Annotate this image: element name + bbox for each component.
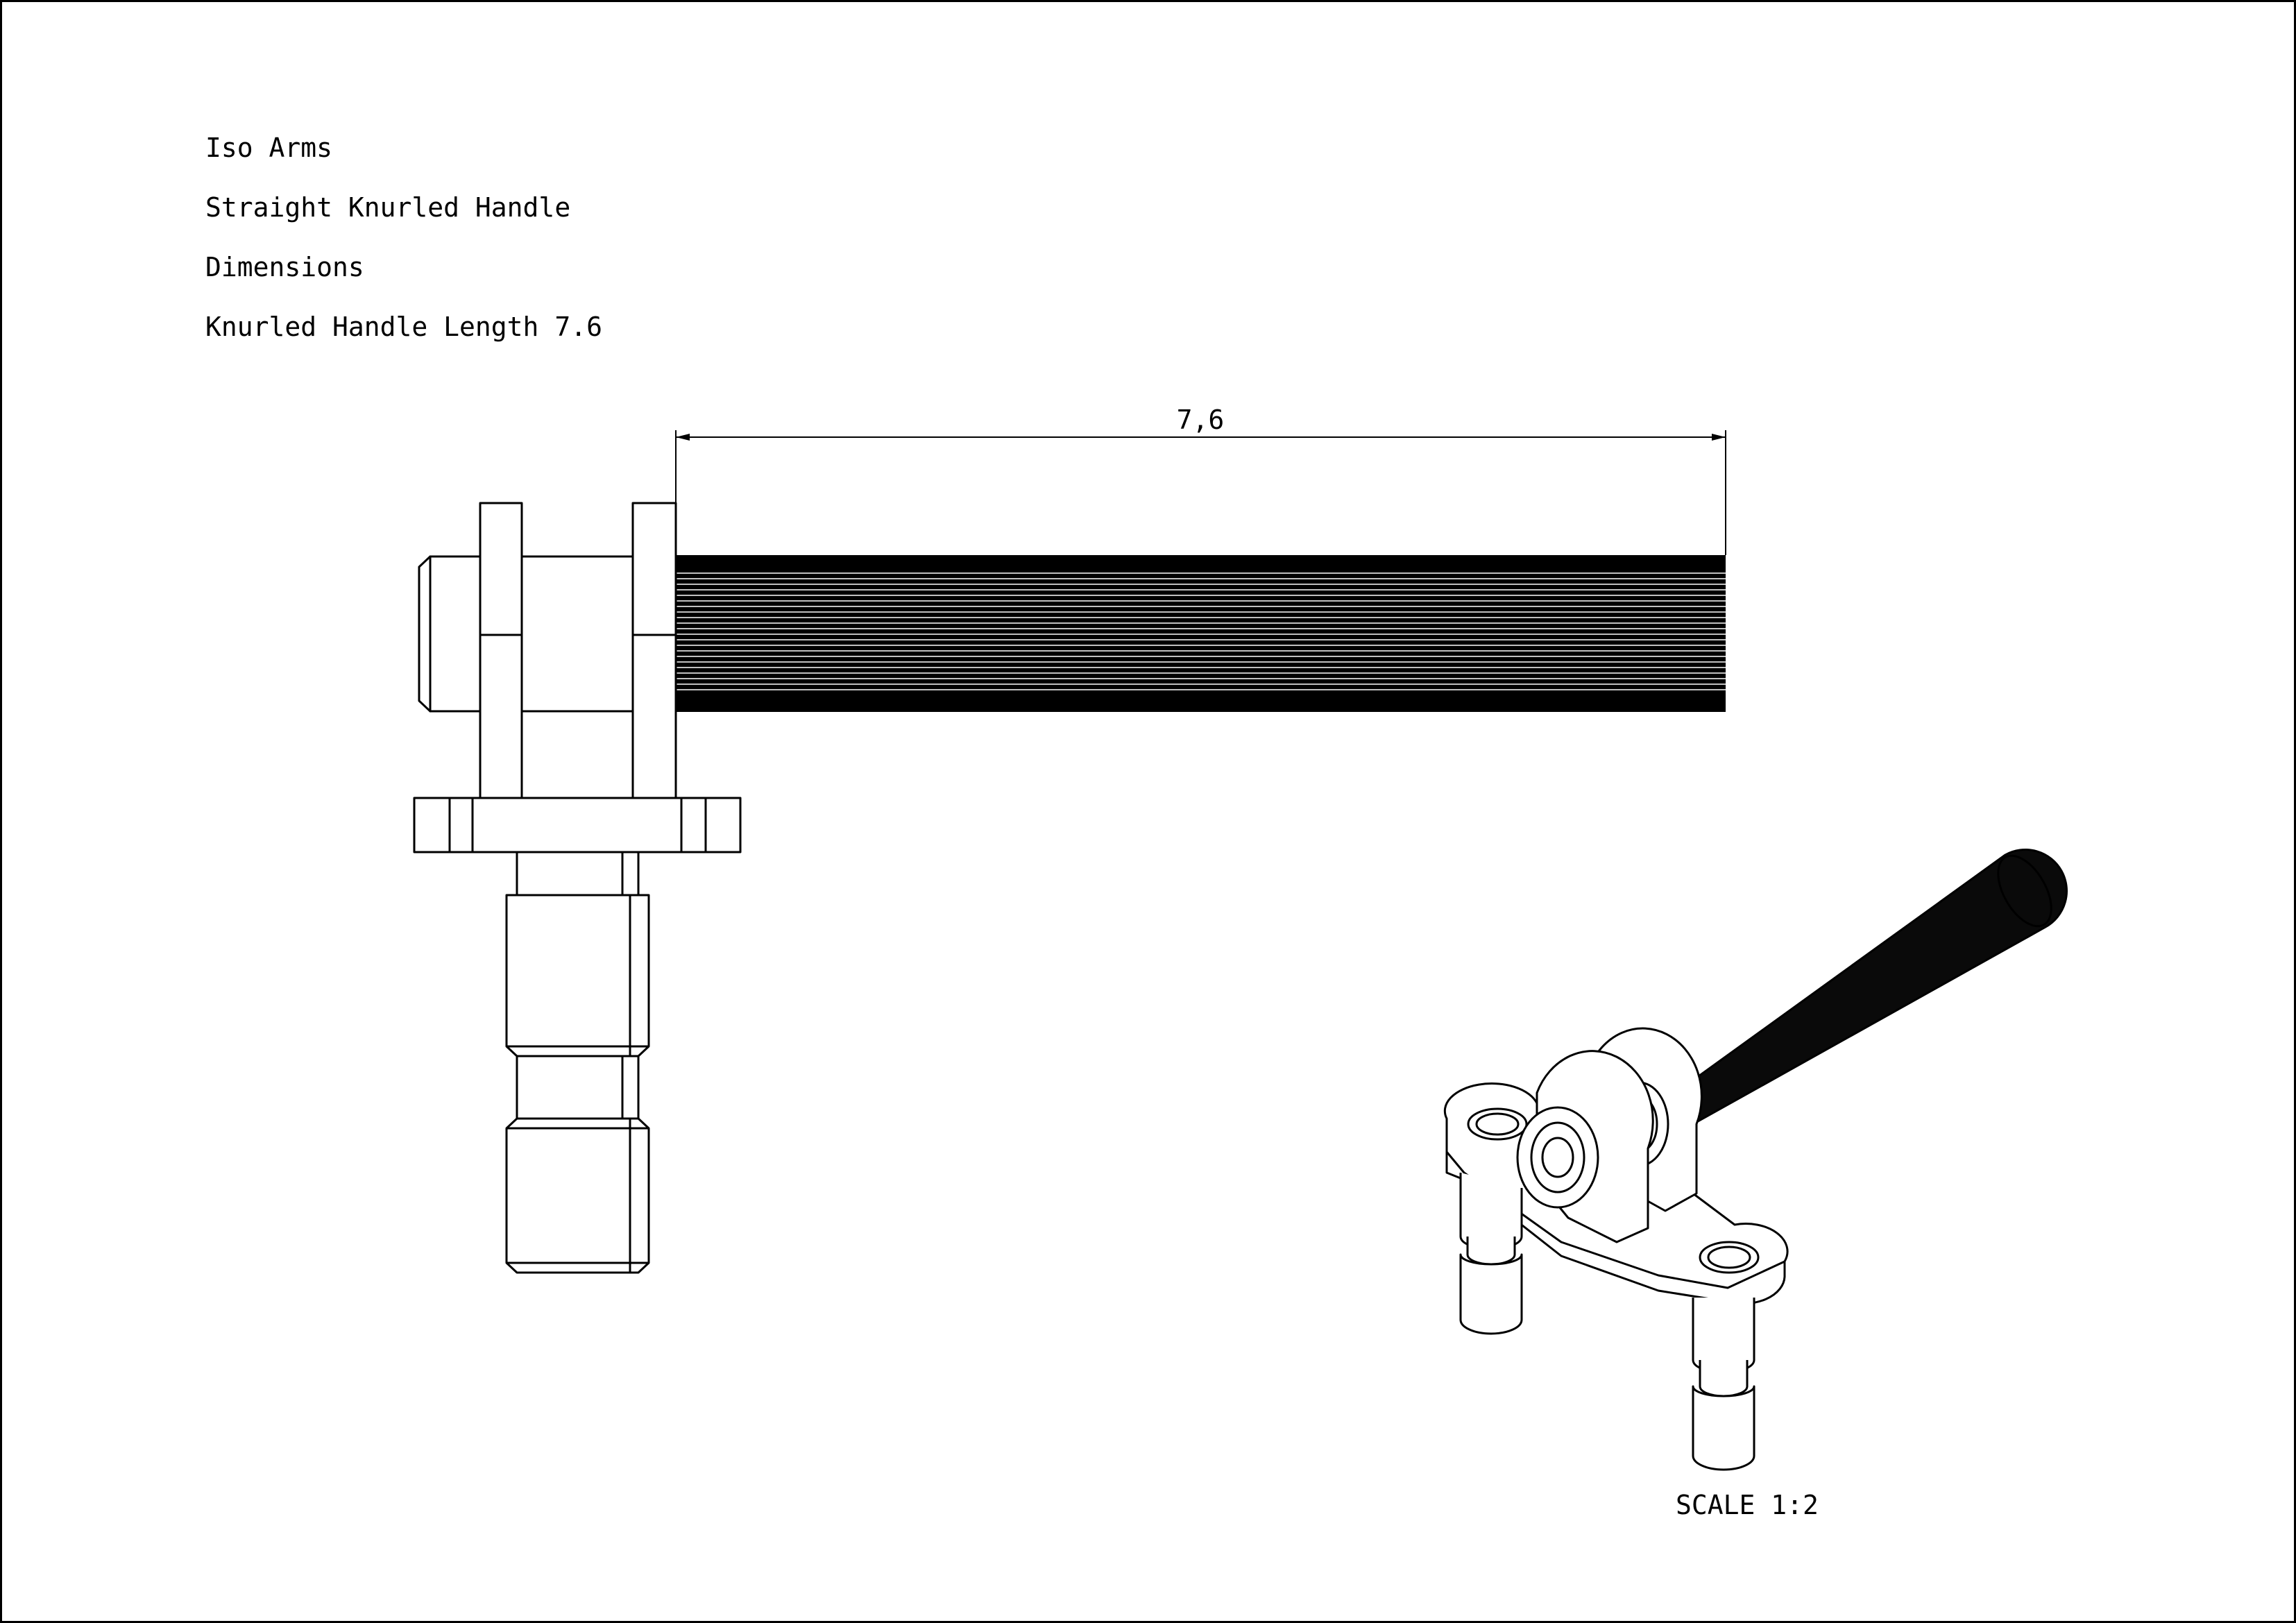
title-line-section: Dimensions <box>205 252 364 282</box>
end-cap <box>418 555 432 713</box>
title-block: Iso Arms Straight Knurled Handle Dimensi… <box>205 118 602 357</box>
barrel-center <box>520 555 634 713</box>
dimension-arrow-left <box>676 434 690 441</box>
neck-middle <box>516 1055 640 1120</box>
iso-post-right <box>1692 1298 1755 1471</box>
stem-cylinder-upper <box>505 894 650 1057</box>
iso-handle-end <box>1997 854 2052 928</box>
title-line-length: Knurled Handle Length 7.6 <box>205 312 602 342</box>
iso-post-left <box>1459 1173 1523 1335</box>
iso-assembly: SCALE 1:2 <box>1443 848 2068 1520</box>
dimension-arrow-right <box>1712 434 1726 441</box>
iso-pivot-boss <box>1516 1106 1599 1209</box>
barrel-left <box>429 555 482 713</box>
iso-hole-right <box>1699 1241 1760 1274</box>
knurled-handle-front <box>676 555 1726 712</box>
neck-upper <box>516 851 640 897</box>
title-line-project: Iso Arms <box>205 133 333 163</box>
stem-cylinder-lower <box>505 1117 650 1274</box>
iso-handle-rod <box>1650 848 2068 1125</box>
scale-label: SCALE 1:2 <box>1676 1490 1819 1520</box>
dimension-annotation: 7,6 <box>675 405 1726 555</box>
title-line-part: Straight Knurled Handle <box>205 192 571 223</box>
clevis-plate-right <box>631 502 677 799</box>
clevis-plate-left <box>479 502 523 799</box>
base-plate <box>413 797 742 853</box>
dimension-label: 7,6 <box>1177 405 1225 435</box>
mount-body-front <box>413 502 742 1274</box>
